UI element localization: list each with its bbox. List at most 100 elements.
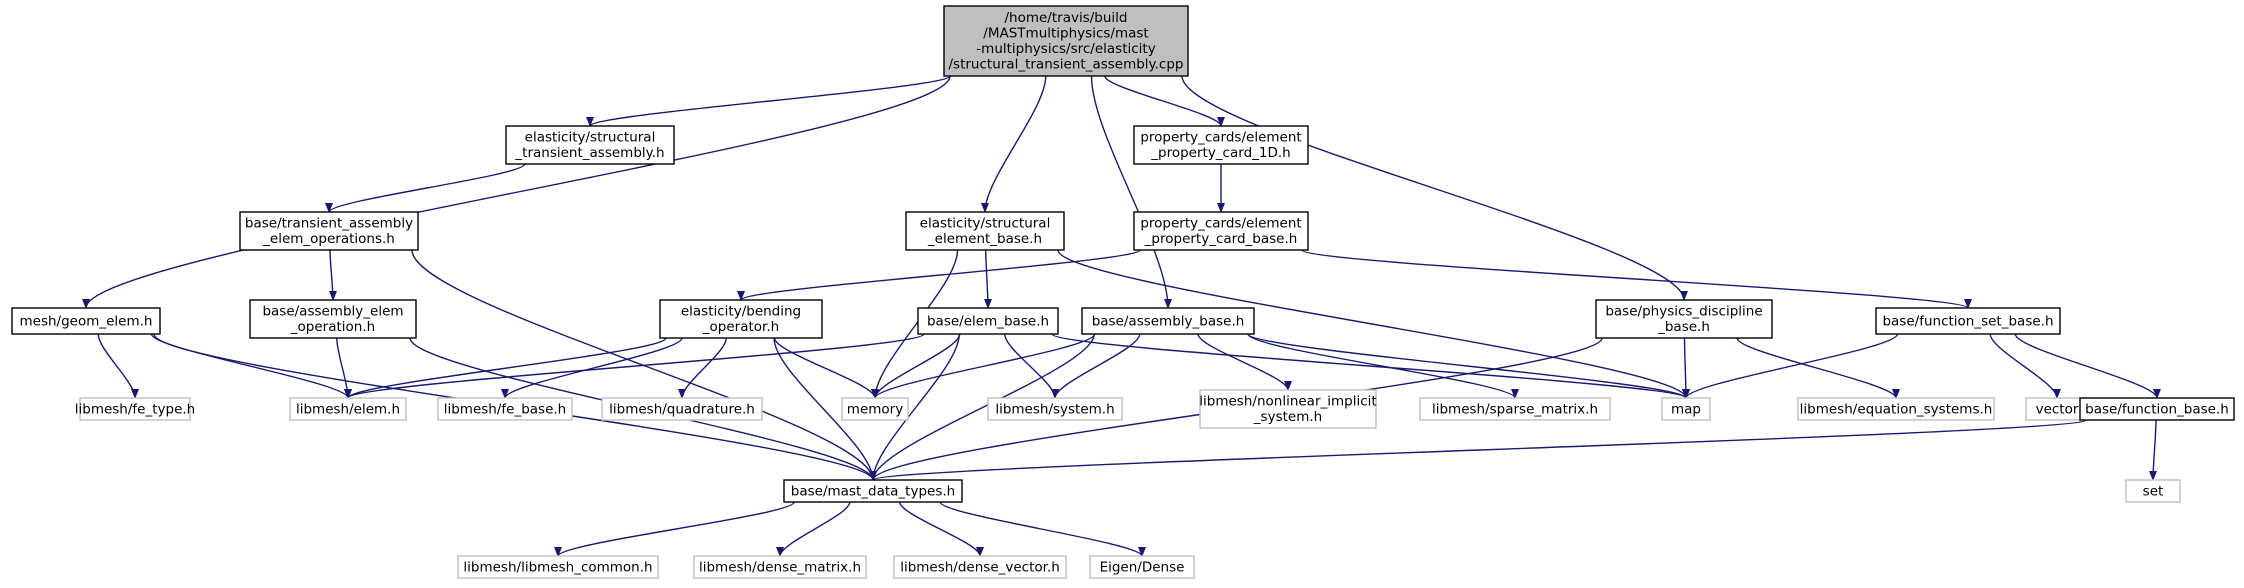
- edge-bending-op-to-memory: [773, 337, 879, 399]
- edge-bending-op-to-mast-data-types: [773, 337, 877, 481]
- node-box: [1133, 125, 1309, 165]
- node-label-line: _base.h: [1657, 319, 1710, 335]
- node-box: [11, 307, 161, 335]
- graph-node-mast-data-types[interactable]: base/mast_data_types.h: [783, 479, 963, 503]
- node-label-line: libmesh/dense_vector.h: [900, 559, 1060, 575]
- node-box: [79, 397, 191, 421]
- node-label-line: base/function_set_base.h: [1882, 313, 2053, 329]
- edge-elem-base-to-mast-data-types: [869, 333, 960, 481]
- graph-node-eigen-dense: Eigen/Dense: [1089, 555, 1195, 579]
- edge-function-set-base-to-vector: [1989, 333, 2061, 399]
- edge-base-transient-to-assembly-elem-op: [328, 249, 337, 301]
- edge-physics-disc-to-eq-systems: [1736, 337, 1900, 399]
- node-label-line: /home/travis/build: [1004, 10, 1127, 26]
- node-label-line: libmesh/sparse_matrix.h: [1432, 401, 1598, 417]
- edge-assembly-elem-op-to-lm-elem: [336, 337, 352, 399]
- edge-pc-base-to-function-set-base: [1301, 249, 1972, 309]
- edge-assembly-base-to-map: [1247, 333, 1690, 399]
- edge-root-to-assembly-base: [1090, 75, 1172, 309]
- graph-node-pc-base[interactable]: property_cards/element_property_card_bas…: [1133, 211, 1309, 251]
- node-label-line: libmesh/dense_matrix.h: [699, 559, 861, 575]
- graph-node-pc-1d[interactable]: property_cards/element_property_card_1D.…: [1133, 125, 1309, 165]
- edge-assembly-base-to-mast-data-types: [869, 333, 1095, 481]
- node-box: [987, 397, 1123, 421]
- graph-node-eq-systems: libmesh/equation_systems.h: [1797, 397, 1995, 421]
- node-box: [841, 397, 909, 421]
- edge-mast-data-types-to-dense-matrix: [776, 501, 851, 557]
- node-label-line: elasticity/structural: [920, 216, 1051, 232]
- node-box: [505, 125, 675, 165]
- graph-node-base-transient[interactable]: base/transient_assembly_elem_operations.…: [239, 211, 419, 251]
- edge-assembly-base-to-lm-system: [1051, 333, 1141, 399]
- node-label-line: libmesh/elem.h: [296, 401, 400, 417]
- edge-elem-base-to-lm-system: [1004, 333, 1059, 399]
- edge-root-to-pc-1d: [1104, 75, 1225, 127]
- graph-node-function-set-base[interactable]: base/function_set_base.h: [1875, 307, 2061, 335]
- node-box: [601, 397, 763, 421]
- node-label-line: libmesh/fe_type.h: [75, 401, 195, 417]
- graph-node-set: set: [2125, 479, 2181, 503]
- edge-pc-base-to-bending-op: [737, 249, 1141, 301]
- edge-es-element-base-to-elem-base: [983, 249, 992, 309]
- node-box: [783, 479, 963, 503]
- node-box: [1661, 397, 1711, 421]
- graph-node-elem-base[interactable]: base/elem_base.h: [917, 307, 1059, 335]
- node-label-line: base/transient_assembly: [245, 216, 413, 232]
- node-label-line: /structural_transient_assembly.cpp: [949, 57, 1184, 73]
- edge-root-to-es-transient: [586, 75, 951, 127]
- node-box: [457, 555, 659, 579]
- node-label-line: elasticity/structural: [525, 130, 656, 146]
- graph-node-dense-vector: libmesh/dense_vector.h: [893, 555, 1067, 579]
- graph-node-bending-op[interactable]: elasticity/bending_operator.h: [659, 299, 823, 339]
- node-label-line: set: [2143, 483, 2164, 499]
- graph-node-assembly-base[interactable]: base/assembly_base.h: [1081, 307, 1255, 335]
- node-label-line: memory: [847, 401, 903, 417]
- graph-node-es-element-base[interactable]: elasticity/structural_element_base.h: [905, 211, 1065, 251]
- node-box: [1089, 555, 1195, 579]
- node-label-line: vector: [2036, 401, 2079, 417]
- edge-geom-elem-to-fe-type: [97, 333, 139, 399]
- node-label-line: libmesh/equation_systems.h: [1800, 401, 1993, 417]
- graph-node-geom-elem[interactable]: mesh/geom_elem.h: [11, 307, 161, 335]
- graph-node-sparse: libmesh/sparse_matrix.h: [1419, 397, 1611, 421]
- graph-node-vector: vector: [2025, 397, 2089, 421]
- edge-function-base-to-set: [2149, 419, 2158, 481]
- graph-node-root[interactable]: /home/travis/build/MASTmultiphysics/mast…: [943, 5, 1189, 77]
- graph-node-es-transient[interactable]: elasticity/structural_transient_assembly…: [505, 125, 675, 165]
- edge-geom-elem-to-lm-elem: [150, 333, 352, 399]
- node-box: [249, 299, 417, 339]
- edge-es-transient-to-base-transient: [325, 163, 526, 213]
- graph-node-physics-disc[interactable]: base/physics_discipline_base.h: [1595, 299, 1773, 339]
- edge-elem-base-to-lm-elem: [344, 333, 925, 399]
- node-label-line: base/mast_data_types.h: [791, 483, 955, 499]
- node-label-line: base/physics_discipline: [1605, 304, 1762, 320]
- node-label-line: _property_card_1D.h: [1150, 145, 1290, 161]
- node-label-line: base/assembly_base.h: [1092, 313, 1245, 329]
- node-label-line: elasticity/bending: [681, 304, 801, 320]
- edge-root-to-es-element-base: [981, 75, 1047, 213]
- edge-bending-op-to-fe-base: [501, 337, 683, 399]
- edge-function-set-base-to-map: [1682, 333, 1899, 399]
- graph-node-function-base[interactable]: base/function_base.h: [2079, 397, 2235, 421]
- node-label-line: map: [1671, 401, 1701, 417]
- node-box: [693, 555, 867, 579]
- node-label-line: property_cards/element: [1140, 130, 1301, 146]
- node-label-line: Eigen/Dense: [1100, 559, 1185, 575]
- edge-elem-base-to-map: [1051, 333, 1690, 399]
- node-box: [1875, 307, 2061, 335]
- node-box: [1133, 211, 1309, 251]
- graph-node-memory: memory: [841, 397, 909, 421]
- graph-node-assembly-elem-op[interactable]: base/assembly_elem_operation.h: [249, 299, 417, 339]
- node-label-line: _property_card_base.h: [1144, 231, 1298, 247]
- node-label-line: _element_base.h: [927, 231, 1042, 247]
- edge-bending-op-to-quadrature: [678, 337, 727, 399]
- graph-node-lm-system: libmesh/system.h: [987, 397, 1123, 421]
- graph-node-fe-base: libmesh/fe_base.h: [437, 397, 573, 421]
- node-label-line: property_cards/element: [1140, 216, 1301, 232]
- edge-assembly-base-to-nonlinear: [1197, 333, 1292, 391]
- edge-es-element-base-to-map: [1057, 249, 1690, 399]
- nodes-layer: /home/travis/build/MASTmultiphysics/mast…: [11, 5, 2235, 579]
- node-label-line: base/assembly_elem: [262, 304, 403, 320]
- node-label-line: libmesh/fe_base.h: [444, 401, 567, 417]
